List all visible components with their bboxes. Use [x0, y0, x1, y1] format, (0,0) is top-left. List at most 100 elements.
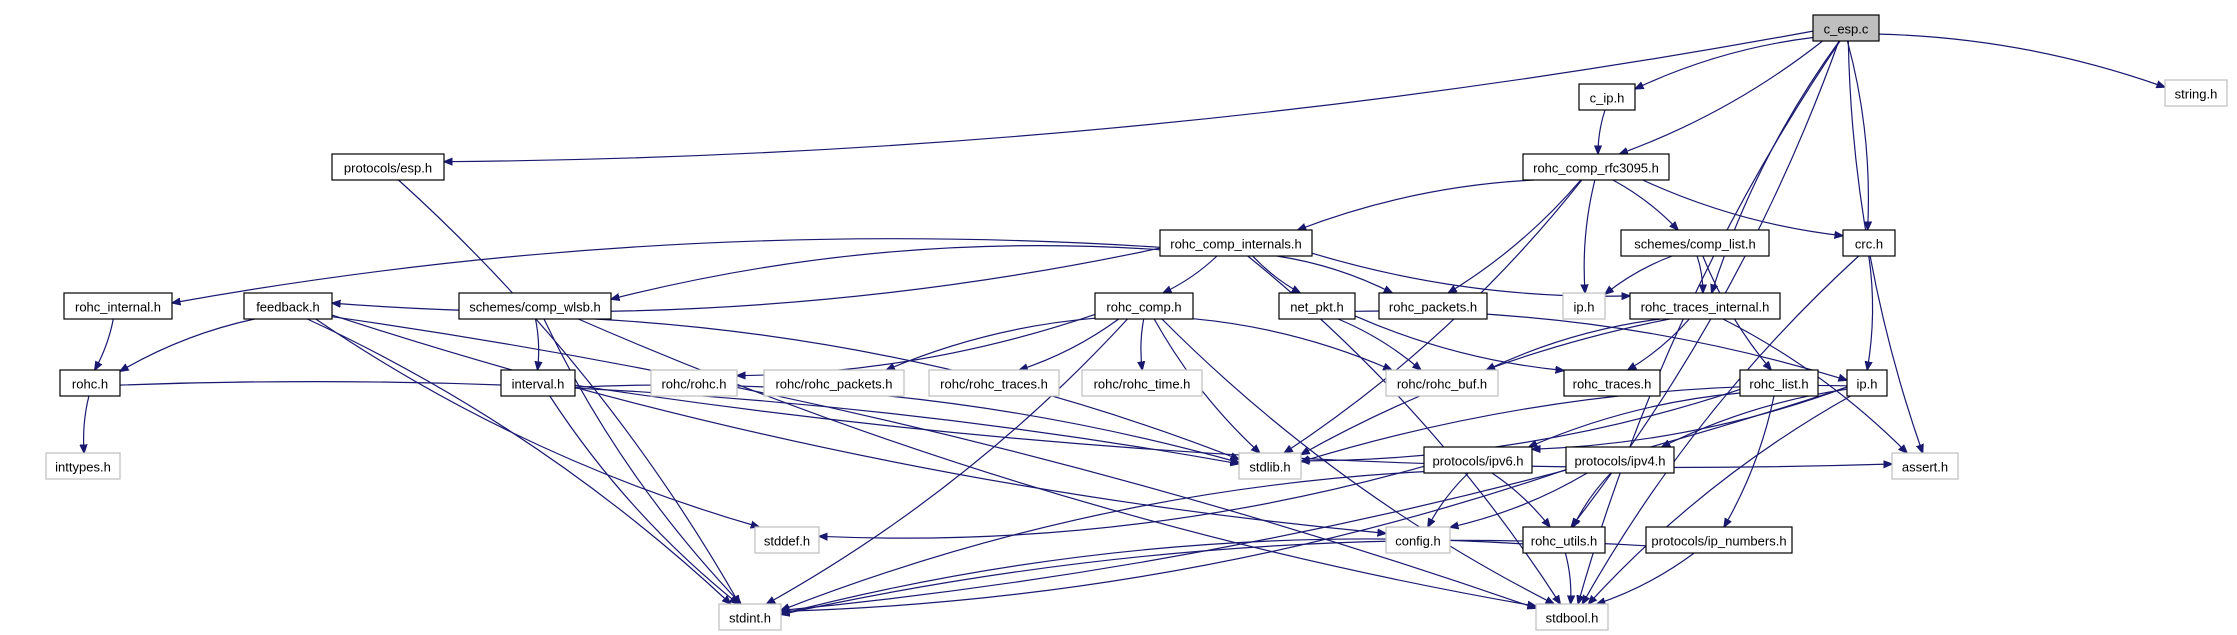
node-protocols-ipv6-h[interactable]: protocols/ipv6.h — [1423, 446, 1533, 474]
edge-schemes-comp-wlsb-h-to-interval-h — [536, 318, 539, 370]
node-label: interval.h — [512, 377, 565, 392]
edge-rohc-comp-internals-h-to-schemes-comp-wlsb-h — [611, 245, 1161, 300]
edge-ip-h-to-stdint-h — [781, 386, 1848, 610]
node-label: protocols/ipv4.h — [1574, 454, 1665, 469]
node-crc-h[interactable]: crc.h — [1842, 229, 1896, 257]
node-ip-h-ext: ip.h — [1562, 292, 1606, 320]
node-rohc-list-h[interactable]: rohc_list.h — [1739, 369, 1819, 397]
node-box — [650, 369, 738, 397]
node-label: rohc_comp.h — [1106, 300, 1181, 315]
edge-rohc-utils-h-to-stdbool-h — [1564, 552, 1570, 604]
node-rohc-comp-h[interactable]: rohc_comp.h — [1094, 292, 1194, 320]
node-label: protocols/ip_numbers.h — [1651, 534, 1786, 549]
node-rohc-rohc-traces-h: rohc/rohc_traces.h — [928, 369, 1060, 397]
edge-c-esp-c-to-rohc-comp-rfc3095-h — [1619, 40, 1823, 154]
node-rohc-packets-h[interactable]: rohc_packets.h — [1378, 292, 1488, 320]
edge-rohc-comp-internals-h-to-feedback-h — [332, 247, 1161, 313]
node-stdlib-h: stdlib.h — [1238, 452, 1302, 480]
edge-rohc-comp-h-to-rohc-rohc-buf-h — [1192, 318, 1392, 370]
node-label: rohc.h — [72, 377, 108, 392]
edge-rohc-comp-rfc3095-h-to-stdlib-h — [1284, 179, 1583, 453]
edge-schemes-comp-wlsb-h-to-stdlib-h — [594, 318, 1239, 459]
node-box — [1629, 292, 1781, 320]
node-box — [1620, 229, 1770, 257]
edge-rohc-comp-rfc3095-h-to-ip-h-ext — [1584, 179, 1596, 293]
node-ip-h[interactable]: ip.h — [1846, 369, 1888, 397]
node-label: rohc/rohc_packets.h — [775, 377, 892, 392]
node-box — [1238, 452, 1302, 480]
node-rohc-rohc-packets-h: rohc/rohc_packets.h — [763, 369, 905, 397]
edge-feedback-h-to-rohc-h — [120, 318, 255, 371]
edge-interval-h-to-stdint-h — [549, 395, 738, 604]
node-label: c_ip.h — [1590, 91, 1625, 106]
node-box — [1846, 369, 1888, 397]
node-label: rohc_internal.h — [75, 300, 161, 315]
edge-rohc-comp-rfc3095-h-to-schemes-comp-list-h — [1612, 179, 1678, 230]
node-box — [1094, 292, 1194, 320]
edge-rohc-comp-internals-h-to-net-pkt-h — [1252, 255, 1301, 293]
node-box — [1535, 603, 1609, 631]
node-feedback-h[interactable]: feedback.h — [243, 292, 333, 320]
node-stdbool-h: stdbool.h — [1535, 603, 1609, 631]
node-protocols-esp-h[interactable]: protocols/esp.h — [331, 153, 445, 181]
edge-protocols-ipv6-h-to-config-h — [1428, 472, 1469, 527]
edge-interval-h-to-assert-h — [574, 384, 1892, 467]
node-rohc-rohc-time-h: rohc/rohc_time.h — [1081, 369, 1203, 397]
edge-rohc-comp-rfc3095-h-to-rohc-packets-h — [1448, 179, 1582, 293]
edge-protocols-ip-numbers-h-to-stdint-h — [781, 539, 1647, 614]
node-label: rohc_utils.h — [1531, 534, 1597, 549]
node-schemes-comp-wlsb-h[interactable]: schemes/comp_wlsb.h — [458, 292, 612, 320]
edge-rohc-comp-internals-h-to-rohc-internal-h — [172, 238, 1161, 303]
node-c-esp-c[interactable]: c_esp.c — [1812, 14, 1880, 42]
node-label: rohc_traces_internal.h — [1641, 300, 1770, 315]
edge-ip-h-to-protocols-ipv4-h — [1662, 388, 1848, 447]
node-protocols-ipv4-h[interactable]: protocols/ipv4.h — [1565, 446, 1675, 474]
node-rohc-utils-h[interactable]: rohc_utils.h — [1522, 526, 1606, 554]
node-label: ip.h — [1574, 300, 1595, 315]
edge-rohc-internal-h-to-rohc-h — [95, 318, 114, 370]
node-box — [1385, 369, 1499, 397]
node-box — [754, 526, 820, 554]
edge-rohc-comp-h-to-rohc-rohc-time-h — [1141, 318, 1144, 370]
node-label: net_pkt.h — [1290, 300, 1344, 315]
edge-rohc-comp-h-to-rohc-rohc-h — [737, 313, 1096, 375]
node-label: rohc/rohc_buf.h — [1397, 377, 1487, 392]
node-box — [1378, 292, 1488, 320]
edge-net-pkt-h-to-rohc-traces-h — [1354, 315, 1564, 371]
node-rohc-comp-internals-h[interactable]: rohc_comp_internals.h — [1159, 229, 1313, 257]
node-box — [45, 452, 121, 480]
node-label: protocols/esp.h — [344, 161, 432, 176]
node-box — [1812, 14, 1880, 42]
node-interval-h[interactable]: interval.h — [500, 369, 576, 397]
node-rohc-traces-h[interactable]: rohc_traces.h — [1563, 369, 1661, 397]
node-label: rohc_list.h — [1749, 377, 1808, 392]
edge-protocols-ipv6-h-to-rohc-utils-h — [1491, 472, 1550, 527]
edge-rohc-comp-internals-h-to-rohc-comp-h — [1163, 255, 1218, 293]
edge-crc-h-to-stdbool-h — [1582, 255, 1860, 604]
node-label: stdbool.h — [1546, 611, 1599, 626]
node-box — [763, 369, 905, 397]
node-protocols-ip-numbers-h[interactable]: protocols/ip_numbers.h — [1645, 526, 1793, 554]
node-box — [59, 369, 121, 397]
node-box — [1423, 446, 1533, 474]
node-inttypes-h: inttypes.h — [45, 452, 121, 480]
node-rohc-h[interactable]: rohc.h — [59, 369, 121, 397]
node-schemes-comp-list-h[interactable]: schemes/comp_list.h — [1620, 229, 1770, 257]
node-box — [1563, 369, 1661, 397]
node-label: rohc/rohc.h — [661, 377, 726, 392]
node-rohc-comp-rfc3095-h[interactable]: rohc_comp_rfc3095.h — [1522, 153, 1670, 181]
node-net-pkt-h[interactable]: net_pkt.h — [1278, 292, 1356, 320]
node-label: protocols/ipv6.h — [1432, 454, 1523, 469]
node-stddef-h: stddef.h — [754, 526, 820, 554]
node-box — [1159, 229, 1313, 257]
edge-rohc-list-h-to-protocols-ipv6-h — [1529, 392, 1741, 447]
node-c-ip-h[interactable]: c_ip.h — [1578, 83, 1636, 111]
edge-ip-h-to-stdbool-h — [1588, 395, 1851, 604]
edge-protocols-ipv4-h-to-rohc-utils-h — [1573, 472, 1612, 527]
edge-rohc-comp-h-to-rohc-rohc-packets-h — [886, 317, 1096, 370]
node-rohc-internal-h[interactable]: rohc_internal.h — [63, 292, 173, 320]
node-rohc-traces-internal-h[interactable]: rohc_traces_internal.h — [1629, 292, 1781, 320]
node-label: rohc/rohc_time.h — [1094, 377, 1191, 392]
node-box — [1645, 526, 1793, 554]
